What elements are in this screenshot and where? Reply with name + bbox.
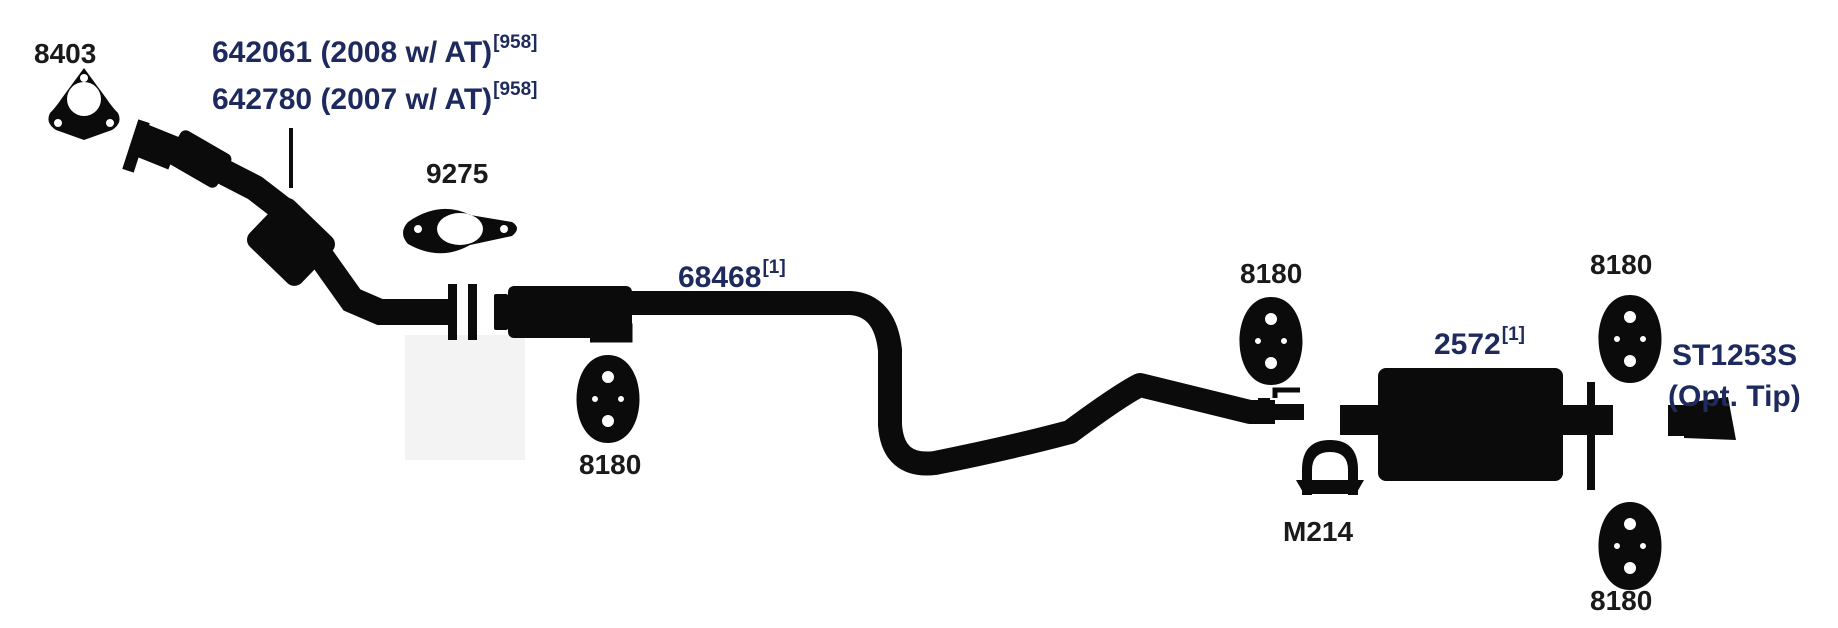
label-8180-rear-upper: 8180 xyxy=(1590,249,1653,280)
label-opt-tip: (Opt. Tip) xyxy=(1668,380,1801,413)
clamp-m214-icon[interactable] xyxy=(1296,440,1364,495)
label-8180-mid: 8180 xyxy=(1240,258,1303,289)
label-9275: 9275 xyxy=(426,158,489,189)
hanger-8180-mid-icon[interactable] xyxy=(1239,297,1303,385)
label-st1253s: ST1253S xyxy=(1672,339,1798,372)
hanger-8180-rear-upper-icon[interactable] xyxy=(1598,295,1662,383)
muffler[interactable] xyxy=(1340,368,1613,490)
label-8180-rear-lower: 8180 xyxy=(1590,585,1653,616)
intermediate-pipe-text: 68468 xyxy=(678,261,762,294)
label-2572: 2572[1] xyxy=(1434,325,1525,360)
tail-tip[interactable] xyxy=(1668,397,1736,440)
converter-part-1-ref: [958] xyxy=(493,32,538,53)
label-8180-front: 8180 xyxy=(579,449,642,480)
intermediate-pipe[interactable] xyxy=(494,286,1304,476)
label-converter-part-2: 642780 (2007 w/ AT)[958] xyxy=(212,80,538,115)
converter-part-2-ref: [958] xyxy=(493,79,538,100)
background-ghost-block xyxy=(405,335,525,460)
label-68468: 68468[1] xyxy=(678,258,786,293)
hanger-8180-rear-lower-icon[interactable] xyxy=(1598,502,1662,590)
muffler-ref: [1] xyxy=(1501,324,1525,345)
muffler-text: 2572 xyxy=(1434,328,1501,361)
gasket-9275-icon[interactable] xyxy=(403,208,517,254)
label-m214: M214 xyxy=(1283,516,1354,547)
hanger-8180-front-icon[interactable] xyxy=(576,355,640,443)
label-converter-part-1: 642061 (2008 w/ AT)[958] xyxy=(212,33,538,68)
label-8403: 8403 xyxy=(34,38,97,69)
converter-part-2-text: 642780 (2007 w/ AT) xyxy=(212,83,493,116)
gasket-8403-icon[interactable] xyxy=(48,68,120,140)
catalytic-converter-pipe[interactable] xyxy=(122,119,455,325)
intermediate-pipe-ref: [1] xyxy=(762,257,786,278)
flange-joint xyxy=(448,284,477,340)
converter-part-1-text: 642061 (2008 w/ AT) xyxy=(212,36,493,69)
